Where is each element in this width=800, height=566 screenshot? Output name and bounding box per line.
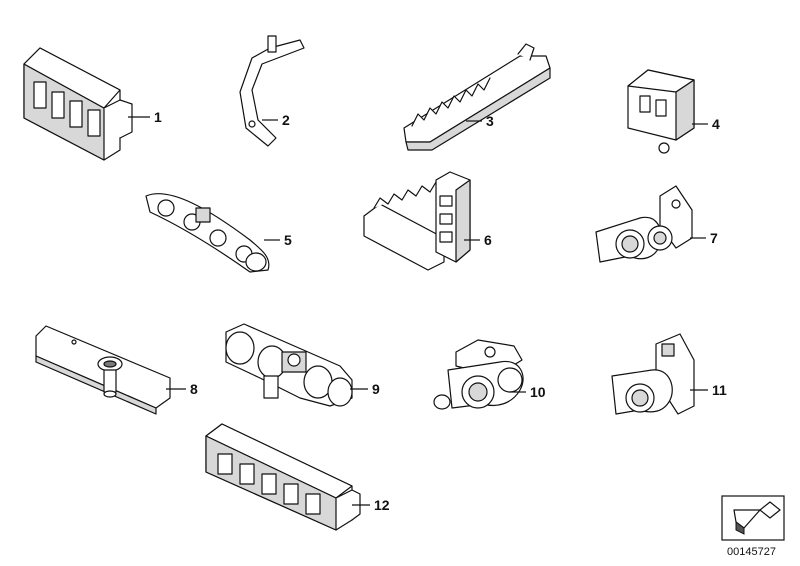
single-cable-clip-icon <box>611 333 695 415</box>
callout-9: 9 <box>372 381 380 397</box>
callout-8: 8 <box>190 381 198 397</box>
callout-5: 5 <box>284 232 292 248</box>
callout-4: 4 <box>712 116 720 132</box>
bracket-with-stud-icon <box>239 35 305 147</box>
callout-6: 6 <box>484 232 492 248</box>
callout-7: 7 <box>710 230 718 246</box>
cable-holder-box-icon <box>627 69 695 154</box>
triple-cable-clip-icon <box>225 323 353 407</box>
double-cable-clip-icon <box>595 185 693 263</box>
callout-11: 11 <box>712 382 727 398</box>
cable-clip-with-pin-icon <box>433 339 524 410</box>
callout-3: 3 <box>486 113 494 129</box>
callout-2: 2 <box>282 112 290 128</box>
reference-number: 00145727 <box>727 546 776 558</box>
mounting-bracket-icon <box>35 325 171 415</box>
angled-cable-holder-icon <box>363 171 471 271</box>
curved-cable-holder-icon <box>145 193 270 273</box>
arrow-box-icon <box>721 495 785 541</box>
long-cable-holder-block-icon <box>205 423 361 531</box>
cable-clip-strip-icon <box>403 43 551 151</box>
callout-1: 1 <box>154 109 162 125</box>
callout-12: 12 <box>374 497 390 513</box>
cable-holder-block-icon <box>23 47 133 161</box>
callout-10: 10 <box>530 384 546 400</box>
